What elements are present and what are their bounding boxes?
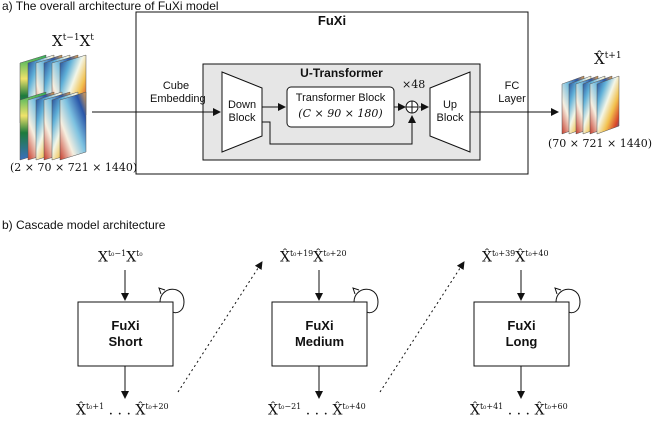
fuxi-title: FuXi [317, 13, 347, 28]
input-dims: (2 × 70 × 721 × 1440) [10, 161, 138, 174]
medium-output-symbol: X̂t₀−21 . . . X̂t₀+40 [268, 402, 366, 419]
long-input-symbol: X̂t₀+39X̂t₀+40 [482, 249, 549, 266]
fuxi-short-box [77, 301, 174, 367]
down-block [221, 71, 263, 153]
short-input-symbol: Xt₀−1Xt₀ [98, 249, 143, 266]
output-heatmap-stack [561, 75, 620, 135]
section-b-title: b) Cascade model architecture [2, 218, 166, 232]
medium-input-symbol: X̂t₀+19X̂t₀+20 [280, 249, 347, 266]
input-heatmap-stack [19, 54, 87, 161]
fuxi-medium-box [271, 301, 368, 367]
output-symbol: X̂t+1 [594, 50, 622, 68]
short-output-symbol: X̂t₀+1 . . . X̂t₀+20 [76, 402, 169, 419]
fuxi-long-box [473, 301, 570, 367]
transformer-block-label: Transformer Block(C × 90 × 180) [295, 92, 386, 120]
output-dims: (70 × 721 × 1440) [548, 137, 652, 150]
section-a-title: a) The overall architecture of FuXi mode… [2, 0, 219, 13]
up-block [429, 71, 471, 153]
long-output-symbol: X̂t₀+41 . . . X̂t₀+60 [470, 402, 568, 419]
u-transformer-title: U-Transformer [300, 66, 383, 80]
input-symbol: Xt−1Xt [52, 32, 94, 50]
repeat-count: ×48 [402, 78, 426, 91]
